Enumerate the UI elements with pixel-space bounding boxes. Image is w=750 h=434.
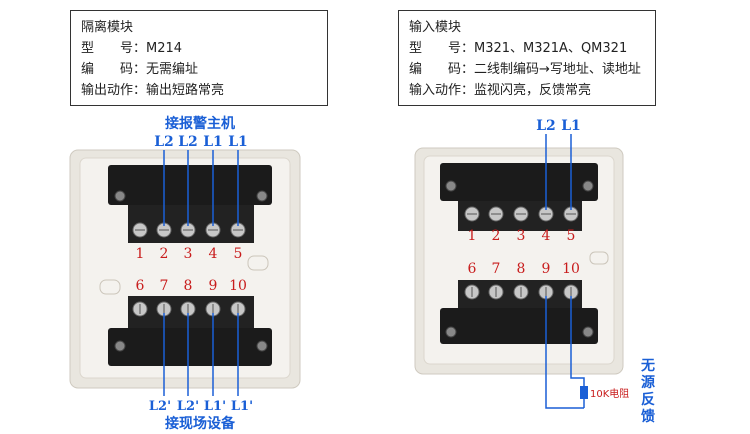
right-wires	[545, 134, 585, 409]
left-module-info-box: 隔离模块 型 号：M214 编 码：无需编址 输出动作：输出短路常亮	[70, 10, 328, 106]
terminal-number: 6	[468, 261, 477, 277]
terminal-label: L2	[154, 134, 174, 150]
mount-screw	[256, 190, 268, 202]
mount-screw	[582, 326, 594, 338]
terminal-number: 8	[517, 261, 526, 277]
terminal-label: L2'	[177, 399, 199, 414]
left-bottom-terminal-block	[108, 328, 272, 366]
terminal-number: 2	[492, 228, 501, 244]
info-action: 输出动作：输出短路常亮	[81, 83, 225, 98]
left-top-caption: 接报警主机	[165, 115, 235, 132]
terminal-number: 9	[542, 261, 551, 277]
terminal-label: L1	[228, 134, 248, 150]
right-module-info-box: 输入模块 型 号：M321、M321A、QM321 编 码：二线制编码→写地址、…	[398, 10, 656, 106]
terminal-number: 1	[468, 228, 477, 244]
terminal-label: L2	[178, 134, 198, 150]
info-title: 隔离模块	[81, 20, 134, 35]
mount-screw	[445, 326, 457, 338]
mount-screw	[582, 180, 594, 192]
terminal-number: 3	[517, 228, 526, 244]
mount-screw	[114, 340, 126, 352]
terminal-label: L2	[536, 118, 556, 134]
left-top-screws	[132, 222, 246, 238]
housing-slot	[247, 255, 269, 271]
terminal-number: 1	[136, 246, 145, 262]
right-module: 10K电阻 L2 L1 1 2 3 4 5 6 7 8 9 10 无 源 反 馈	[414, 118, 655, 425]
terminal-label: L1	[203, 134, 223, 150]
resistor	[580, 386, 588, 399]
mount-screw	[114, 190, 126, 202]
terminal-number: 10	[562, 261, 580, 277]
terminal-number: 5	[567, 228, 576, 244]
terminal-number: 9	[209, 278, 218, 294]
mount-screw	[445, 180, 457, 192]
resistor-label: 10K电阻	[590, 387, 629, 400]
terminal-number: 2	[160, 246, 169, 262]
info-title: 输入模块	[409, 20, 462, 35]
side-caption-char: 无	[640, 358, 655, 374]
info-action: 输入动作：监视闪亮，反馈常亮	[409, 83, 592, 98]
terminal-number: 3	[184, 246, 193, 262]
side-caption-char: 源	[641, 374, 655, 391]
housing-slot	[589, 251, 609, 265]
terminal-number: 7	[492, 261, 501, 277]
info-model: 型 号：M321、M321A、QM321	[409, 41, 628, 56]
info-coding: 编 码：二线制编码→写地址、读地址	[409, 62, 641, 77]
info-coding: 编 码：无需编址	[81, 62, 199, 77]
left-bottom-caption: 接现场设备	[165, 415, 236, 432]
left-top-terminal-block	[108, 165, 272, 205]
right-top-screws	[464, 206, 579, 222]
terminal-number: 6	[136, 278, 145, 294]
terminal-number: 8	[184, 278, 193, 294]
terminal-label: L1'	[204, 399, 226, 414]
right-bottom-screws	[464, 284, 579, 300]
info-model: 型 号：M214	[81, 41, 183, 56]
side-caption-char: 反	[641, 391, 655, 408]
terminal-number: 5	[234, 246, 243, 262]
terminal-number: 7	[160, 278, 169, 294]
side-caption-char: 馈	[641, 408, 655, 425]
terminal-number: 4	[209, 246, 218, 262]
left-bottom-wires	[163, 313, 239, 396]
terminal-number: 4	[542, 228, 551, 244]
right-top-terminal-block	[440, 163, 598, 201]
mount-screw	[256, 340, 268, 352]
terminal-label: L1	[561, 118, 581, 134]
left-module: 接报警主机 L2 L2 L1 L1 1 2 3 4 5 6 7 8 9 10 L…	[69, 115, 301, 432]
left-top-wires	[163, 150, 239, 226]
terminal-label: L2'	[149, 399, 171, 414]
housing-slot	[99, 279, 121, 295]
terminal-number: 10	[229, 278, 247, 294]
left-bottom-screws	[132, 301, 246, 317]
right-bottom-terminal-block	[440, 308, 598, 344]
terminal-label: L1'	[231, 399, 253, 414]
